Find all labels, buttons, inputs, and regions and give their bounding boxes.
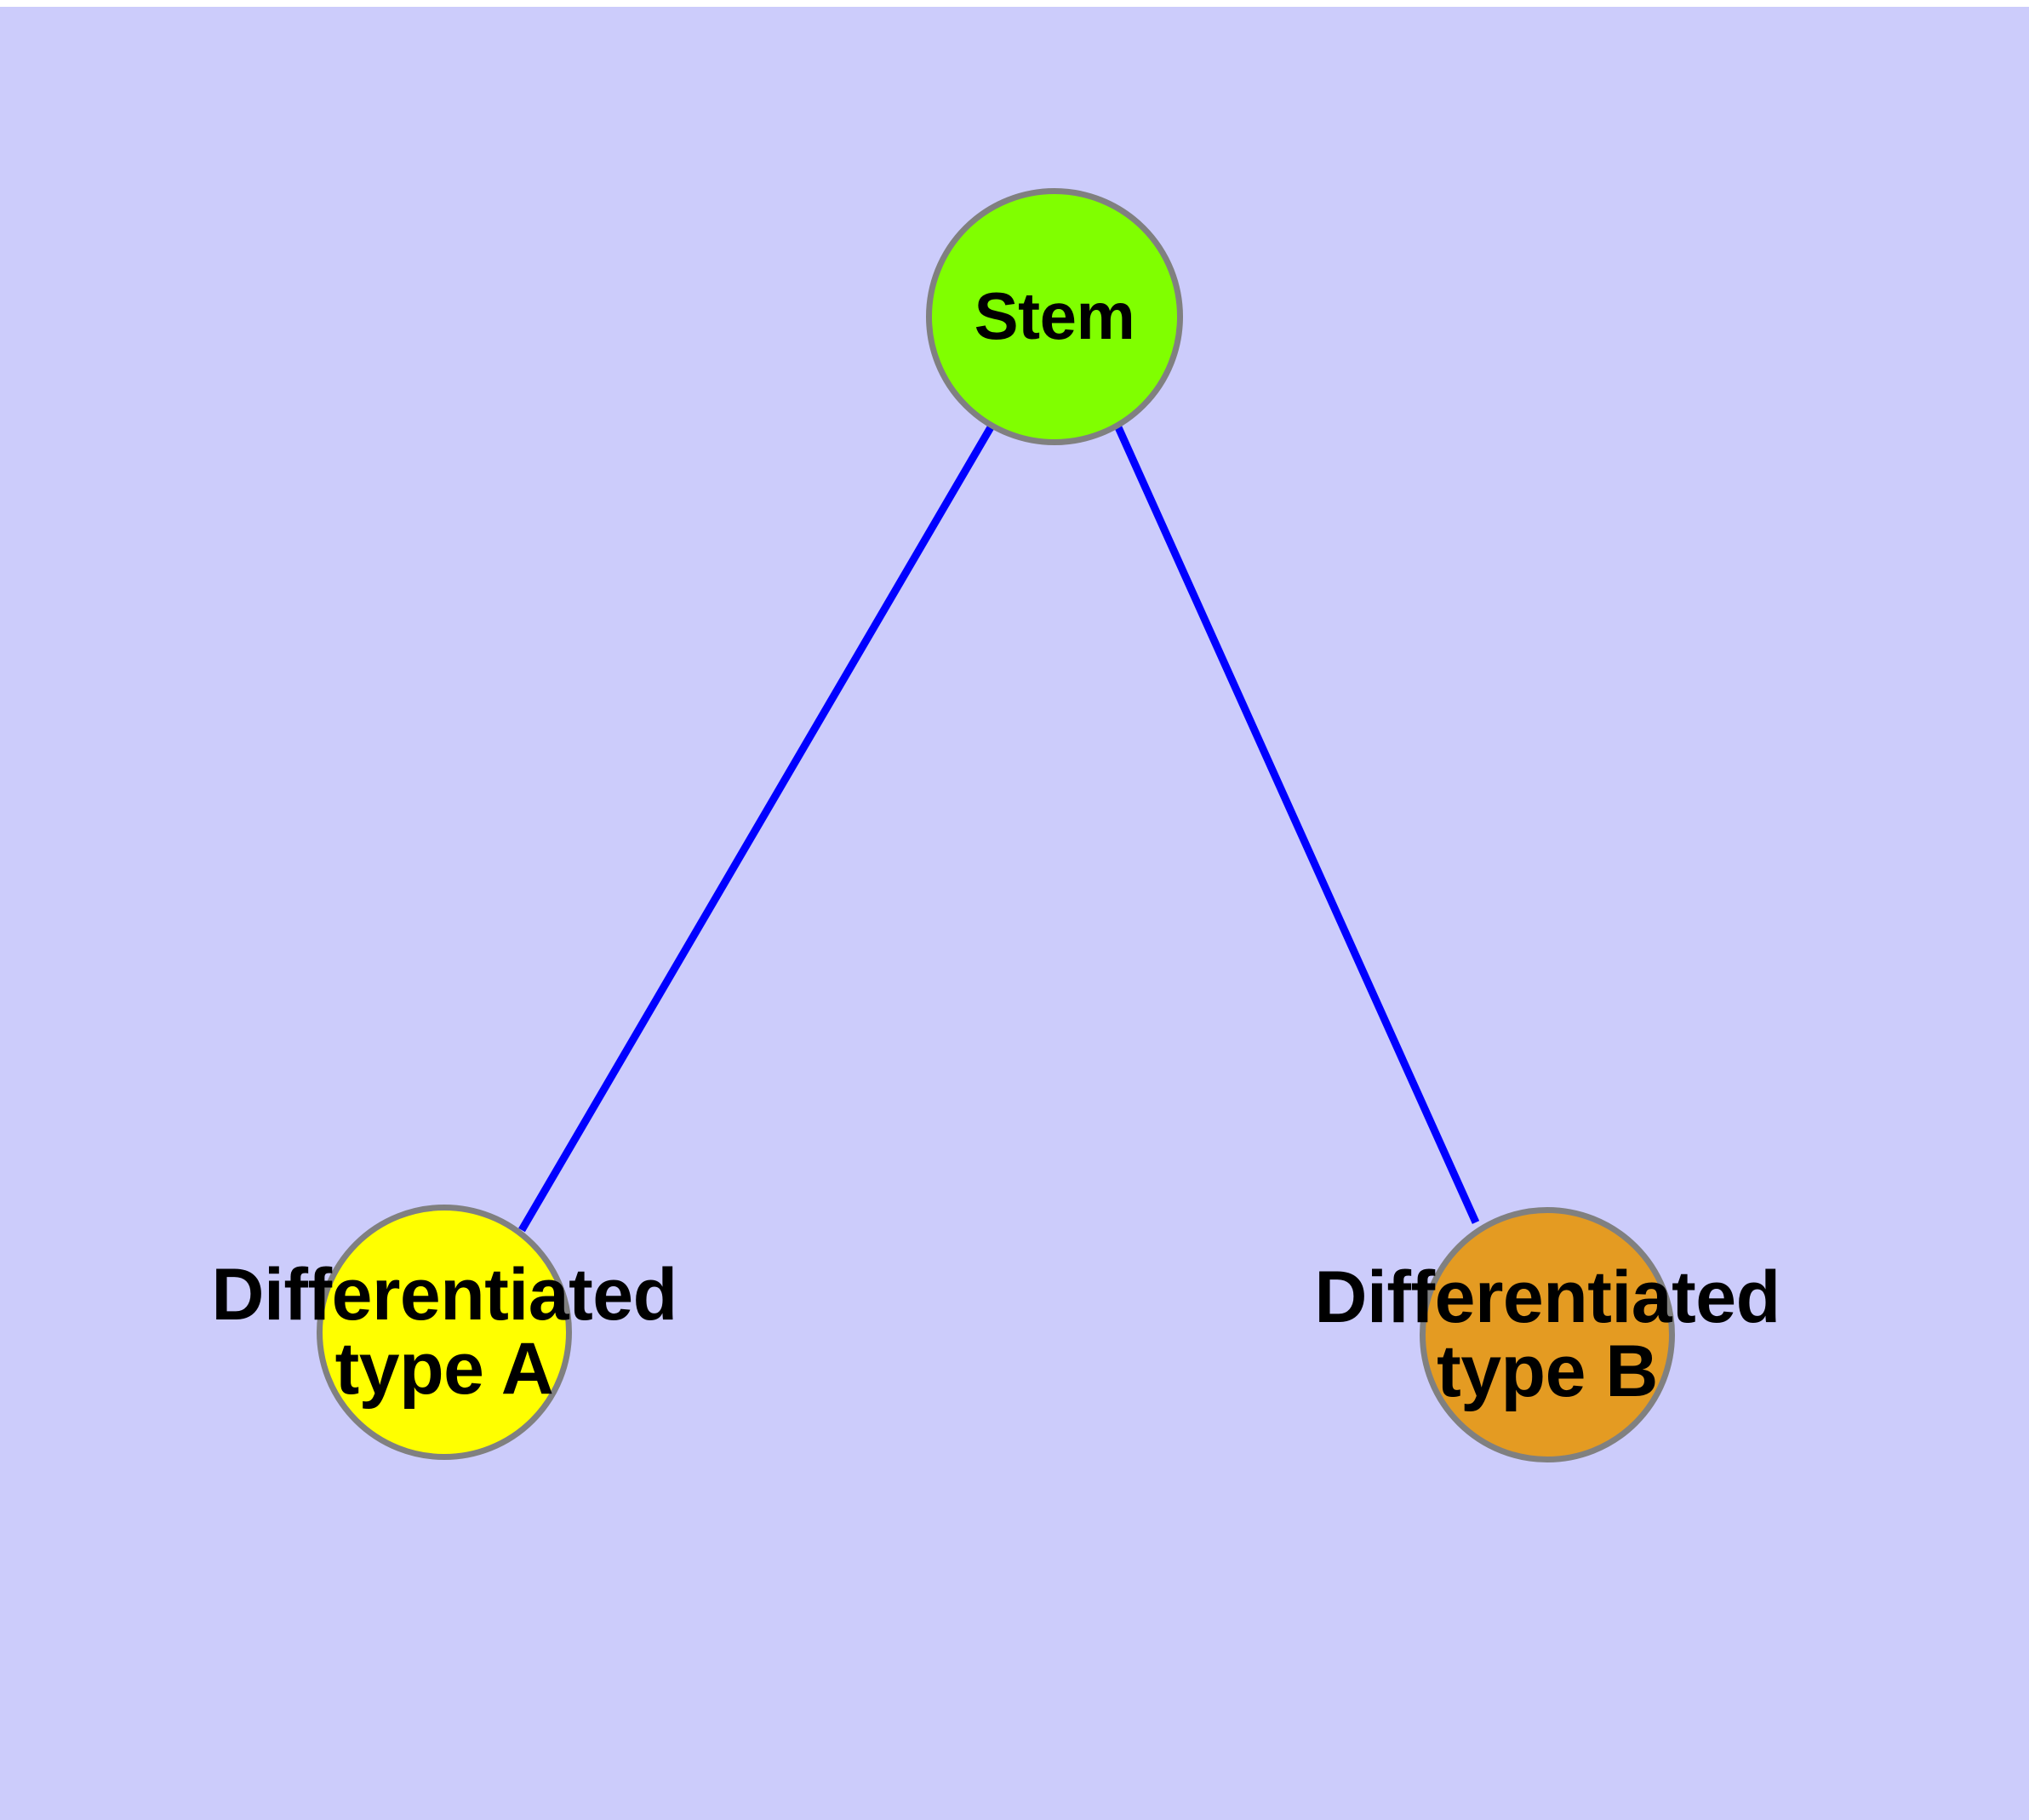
node-stem[interactable] <box>926 188 1183 445</box>
edge-stem-to-diff-a <box>518 425 994 1233</box>
node-differentiated-type-b[interactable] <box>1420 1207 1675 1462</box>
node-differentiated-type-a[interactable] <box>317 1205 572 1460</box>
edge-layer <box>518 425 1480 1233</box>
edge-stem-to-diff-b <box>1114 426 1480 1224</box>
